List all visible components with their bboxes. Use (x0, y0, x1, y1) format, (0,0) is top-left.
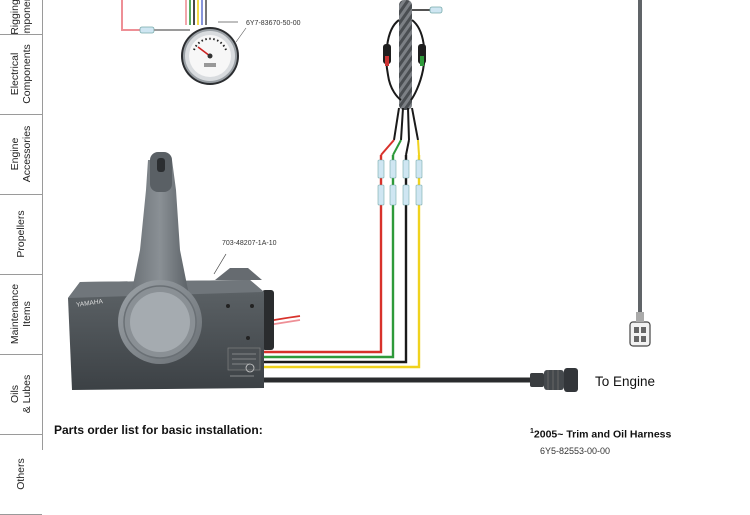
control-part-number: 703-48207-1A-10 (222, 240, 277, 247)
to-engine-label: To Engine (595, 374, 656, 389)
sidebar-tab-maintenance-items[interactable]: Maintenance Items (0, 274, 42, 355)
gauge-part-number: 6Y7-83670-50-00 (246, 20, 301, 27)
parts-list-title: Parts order list for basic installation: (54, 423, 263, 437)
harness-bundle (383, 0, 443, 141)
sidebar-tab-oils-lubes[interactable]: Oils & Lubes (0, 354, 42, 435)
wiring-diagram (68, 0, 651, 392)
sidebar-tab-electrical-components[interactable]: Electrical Components (0, 34, 42, 115)
sidebar-tab-rigging-components[interactable]: Rigging Components (0, 0, 42, 35)
footnote-marker: 1 (530, 428, 534, 435)
trim-oil-cable (629, 0, 651, 347)
harness-footnote: 12005~ Trim and Oil Harness (530, 428, 671, 441)
trim-gauge (181, 27, 239, 85)
remote-control (68, 152, 274, 390)
colored-wires (262, 139, 423, 369)
sidebar-tab-propellers[interactable]: Propellers (0, 194, 42, 275)
gauge-wiring (121, 0, 238, 34)
harness-footnote-text: 2005~ Trim and Oil Harness (533, 428, 672, 441)
harness-footnote-partial: 6Y5-82553-00-00 (540, 446, 611, 456)
sidebar-tab-engine-accessories[interactable]: Engine Accessories (0, 114, 42, 195)
sidebar-tab-label: Others (15, 458, 27, 490)
engine-harness (262, 368, 578, 392)
